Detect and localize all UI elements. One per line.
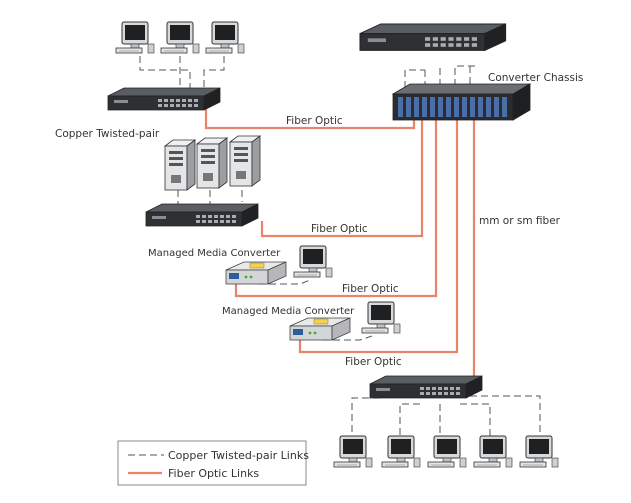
fiber-link-managed-switch [260, 118, 424, 238]
converter-chassis [391, 83, 532, 121]
workstation-icon [333, 435, 373, 468]
label-converter-chassis: Converter Chassis [488, 72, 583, 84]
workstation-icon [160, 21, 200, 54]
server-icon [164, 139, 196, 191]
label-managed-media-converter-2: Managed Media Converter [222, 306, 355, 317]
label-fiber-optic-2: Fiber Optic [311, 223, 368, 235]
managed-switch [145, 203, 259, 227]
workstation-icon [361, 301, 401, 334]
workstation-icon [473, 435, 513, 468]
legend-fiber-label: Fiber Optic Links [168, 467, 259, 480]
switch-icon [359, 23, 507, 52]
switch-icon [107, 87, 221, 111]
bottom-switch [369, 375, 483, 399]
label-fiber-optic-3: Fiber Optic [342, 283, 399, 295]
bottom-workstations [333, 435, 559, 468]
label-copper-twisted-pair: Copper Twisted-pair [55, 128, 160, 140]
fiber-link-converter-1 [234, 118, 438, 298]
fiber-links [204, 107, 476, 390]
label-mm-or-sm-fiber: mm or sm fiber [479, 215, 561, 227]
workstation-icon [115, 21, 155, 54]
media-converter-icon [289, 317, 351, 341]
servers [164, 135, 261, 191]
fiber-link-converter-2 [298, 118, 459, 354]
label-fiber-optic-4: Fiber Optic [345, 356, 402, 368]
legend-copper-label: Copper Twisted-pair Links [168, 449, 309, 462]
server-icon [229, 135, 261, 187]
media-converter-icon [225, 261, 287, 285]
workstation-icon [427, 435, 467, 468]
switch-icon [369, 375, 483, 399]
label-managed-media-converter-1: Managed Media Converter [148, 248, 281, 259]
legend: Copper Twisted-pair Links Fiber Optic Li… [117, 440, 309, 486]
workstation-icon [205, 21, 245, 54]
workstation-icon [293, 245, 333, 278]
workstation-icon [519, 435, 559, 468]
fiber-link-copper-switch [204, 107, 416, 130]
top-switch [359, 23, 507, 52]
label-fiber-optic-1: Fiber Optic [286, 115, 343, 127]
copper-switch [107, 87, 221, 111]
legend-box [117, 440, 307, 486]
switch-icon [145, 203, 259, 227]
workstation-icon [381, 435, 421, 468]
top-workstations [115, 21, 245, 54]
server-icon [196, 137, 228, 189]
